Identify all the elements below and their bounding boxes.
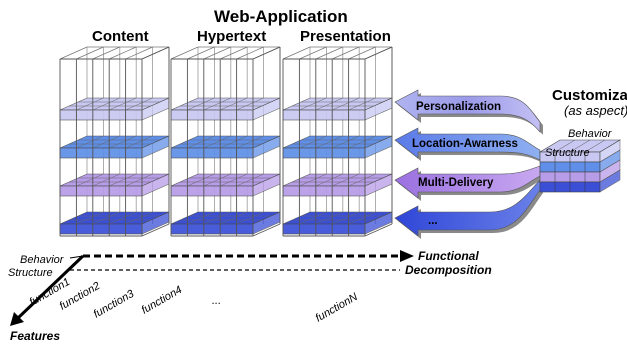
aspect-arrows <box>394 89 543 239</box>
customization-title: Customization <box>552 87 627 104</box>
functional-label: Functional <box>418 249 479 263</box>
column-label-hypertext: Hypertext <box>197 28 266 45</box>
arrow-personalization <box>394 89 541 133</box>
layer-front-presentation-0 <box>282 109 366 121</box>
layer-front-hypertext-2 <box>170 185 254 197</box>
axes <box>10 250 414 326</box>
aspect-label-location: Location-Awarness <box>412 138 518 150</box>
layer-front-hypertext-3 <box>170 223 254 235</box>
aspect-label-personalization: Personalization <box>416 101 501 113</box>
customization-side-3 <box>599 169 621 193</box>
behavior-axis-label: Behavior <box>20 254 65 266</box>
function-label-ellipsis: ... <box>212 295 221 307</box>
aspect-label-multidelivery: Multi-Delivery <box>418 177 494 189</box>
cube-column-presentation <box>282 46 393 237</box>
layer-front-content-0 <box>59 109 143 121</box>
function-label-n: functionN <box>314 291 360 325</box>
column-label-presentation: Presentation <box>300 28 391 45</box>
customization-structure-label: Structure <box>545 147 590 159</box>
customization-subtitle: (as aspect) <box>564 103 627 118</box>
customization-block <box>538 139 622 193</box>
layer-front-presentation-3 <box>282 223 366 235</box>
customization-behavior-label: Behavior <box>568 128 613 140</box>
cube-columns <box>59 46 393 237</box>
cube-column-content <box>59 46 170 237</box>
layer-front-hypertext-0 <box>170 109 254 121</box>
layer-front-presentation-1 <box>282 147 366 159</box>
structure-axis-label: Structure <box>8 267 53 279</box>
function-label-4: function4 <box>140 284 185 317</box>
aspect-label-other: ... <box>428 215 438 227</box>
layer-front-content-3 <box>59 223 143 235</box>
layer-front-hypertext-1 <box>170 147 254 159</box>
layer-front-content-2 <box>59 185 143 197</box>
column-label-content: Content <box>92 28 149 45</box>
decomposition-label: Decomposition <box>405 263 492 277</box>
features-label: Features <box>10 329 60 343</box>
cube-column-hypertext <box>170 46 281 237</box>
layer-front-presentation-2 <box>282 185 366 197</box>
layer-front-content-1 <box>59 147 143 159</box>
diagram-title: Web-Application <box>214 7 348 26</box>
